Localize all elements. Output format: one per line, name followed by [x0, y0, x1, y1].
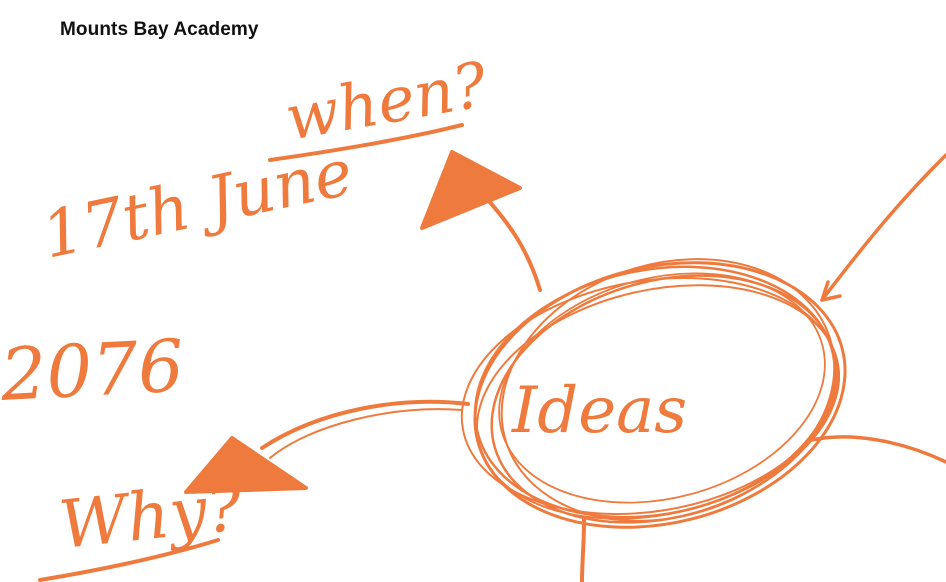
- why-label: Why?: [56, 468, 247, 564]
- arrow-top-right: [820, 153, 946, 302]
- why-annotation: Why?: [38, 468, 247, 582]
- arrow-when: [420, 150, 542, 292]
- branch-bottom: [580, 518, 586, 582]
- center-label: Ideas: [511, 374, 687, 448]
- branch-right: [810, 435, 946, 464]
- when-annotation: when?: [268, 48, 493, 162]
- page-title: Mounts Bay Academy: [60, 19, 259, 40]
- arrow-why: [184, 399, 470, 494]
- when-label: when?: [280, 48, 493, 155]
- date-label: 17th June: [36, 136, 359, 274]
- year-label: 2076: [0, 324, 186, 418]
- center-scribble-oval: [460, 258, 847, 529]
